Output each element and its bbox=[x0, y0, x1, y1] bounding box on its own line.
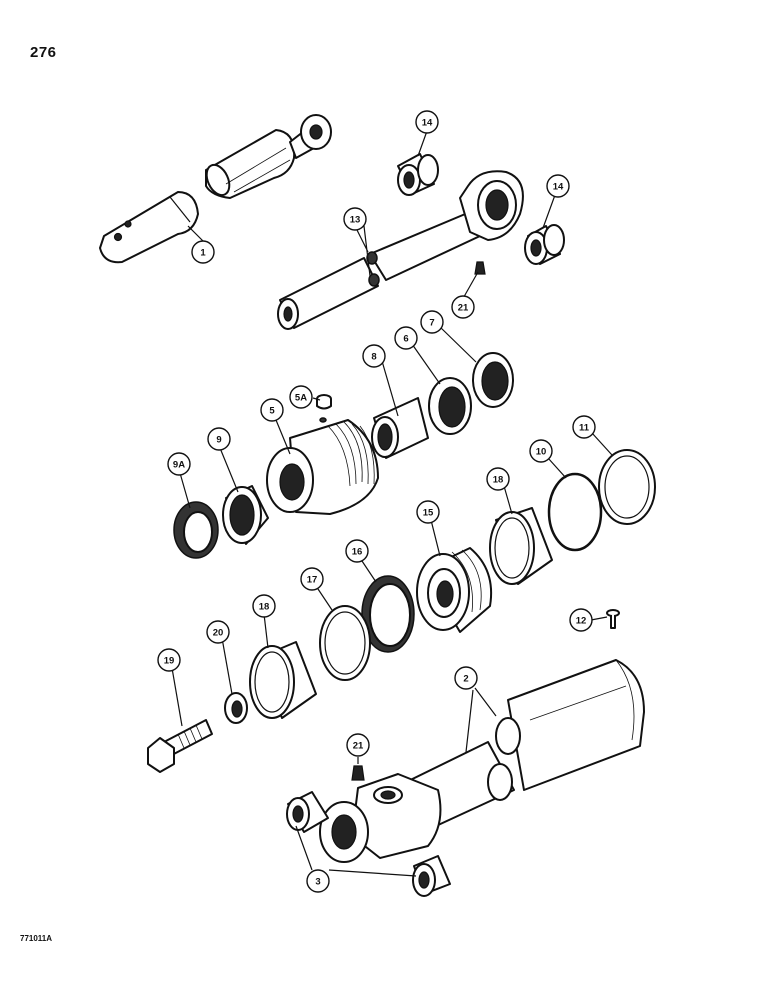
ring-6 bbox=[428, 377, 472, 435]
cylinder-barrel bbox=[319, 659, 645, 863]
callout-14-right: 14 bbox=[546, 174, 570, 198]
bushing-14-upper bbox=[397, 153, 439, 196]
callout-3: 3 bbox=[306, 869, 330, 893]
callout-5: 5 bbox=[260, 398, 284, 422]
page-number: 276 bbox=[30, 44, 57, 61]
svg-text:7: 7 bbox=[429, 318, 434, 329]
callout-7: 7 bbox=[420, 310, 444, 334]
svg-text:2: 2 bbox=[463, 674, 468, 685]
seal-9a bbox=[173, 501, 219, 559]
callout-9: 9 bbox=[207, 427, 231, 451]
callout-11: 11 bbox=[572, 415, 596, 439]
callout-16: 16 bbox=[345, 539, 369, 563]
fitting-12 bbox=[606, 609, 620, 629]
svg-text:5A: 5A bbox=[295, 393, 307, 404]
cylinder-head bbox=[266, 417, 379, 515]
bushing-3-right bbox=[412, 855, 451, 897]
svg-text:21: 21 bbox=[353, 741, 364, 752]
svg-text:18: 18 bbox=[493, 475, 504, 486]
svg-text:17: 17 bbox=[307, 575, 318, 586]
svg-text:8: 8 bbox=[371, 352, 376, 363]
svg-text:1: 1 bbox=[200, 248, 206, 259]
svg-text:15: 15 bbox=[423, 508, 434, 519]
leader-lines bbox=[171, 130, 613, 877]
ring-7 bbox=[472, 352, 514, 408]
svg-text:16: 16 bbox=[352, 547, 363, 558]
bushing-14-right bbox=[524, 224, 565, 265]
callout-20: 20 bbox=[206, 620, 230, 644]
callout-15: 15 bbox=[416, 500, 440, 524]
callout-5a: 5A bbox=[289, 385, 313, 409]
callout-17: 17 bbox=[300, 567, 324, 591]
washer-20 bbox=[224, 692, 248, 724]
piston bbox=[416, 547, 493, 633]
svg-text:14: 14 bbox=[422, 118, 433, 129]
callout-18-lower: 18 bbox=[252, 594, 276, 618]
svg-text:20: 20 bbox=[213, 628, 224, 639]
svg-text:3: 3 bbox=[315, 877, 320, 888]
callout-19: 19 bbox=[157, 648, 181, 672]
bushing-8 bbox=[371, 397, 429, 459]
callout-6: 6 bbox=[394, 326, 418, 350]
cylinder-assembly-complete bbox=[99, 114, 332, 264]
svg-text:12: 12 bbox=[576, 616, 587, 627]
callout-13: 13 bbox=[343, 207, 367, 231]
svg-text:11: 11 bbox=[579, 423, 590, 434]
callout-9a: 9A bbox=[167, 452, 191, 476]
callout-1: 1 bbox=[191, 240, 215, 264]
bolt-19 bbox=[147, 719, 213, 773]
callout-8: 8 bbox=[362, 344, 386, 368]
ring-9 bbox=[222, 485, 269, 545]
plug-5a bbox=[316, 394, 332, 410]
ring-16 bbox=[361, 575, 415, 653]
backup-ring-11 bbox=[598, 449, 656, 525]
callout-21-lower: 21 bbox=[346, 733, 370, 757]
piston-rod bbox=[277, 170, 524, 330]
o-ring-10 bbox=[547, 472, 603, 552]
svg-text:10: 10 bbox=[536, 447, 547, 458]
callout-10: 10 bbox=[529, 439, 553, 463]
ring-17 bbox=[319, 605, 371, 681]
svg-text:21: 21 bbox=[458, 303, 469, 314]
svg-text:19: 19 bbox=[164, 656, 175, 667]
svg-text:18: 18 bbox=[259, 602, 270, 613]
bushing-3-left bbox=[286, 791, 329, 833]
figure-code: 771011A bbox=[20, 934, 53, 943]
callout-12: 12 bbox=[569, 608, 593, 632]
svg-text:9: 9 bbox=[216, 435, 221, 446]
wear-ring-18-lower bbox=[249, 641, 317, 719]
svg-text:9A: 9A bbox=[173, 460, 185, 471]
callout-14-upper: 14 bbox=[415, 110, 439, 134]
callout-2: 2 bbox=[454, 666, 478, 690]
callout-21-upper: 21 bbox=[451, 295, 475, 319]
callout-18-upper: 18 bbox=[486, 467, 510, 491]
svg-text:14: 14 bbox=[553, 182, 564, 193]
svg-text:6: 6 bbox=[403, 334, 408, 345]
wear-ring-18-upper bbox=[489, 507, 553, 585]
svg-text:13: 13 bbox=[350, 215, 361, 226]
svg-text:5: 5 bbox=[269, 406, 275, 417]
